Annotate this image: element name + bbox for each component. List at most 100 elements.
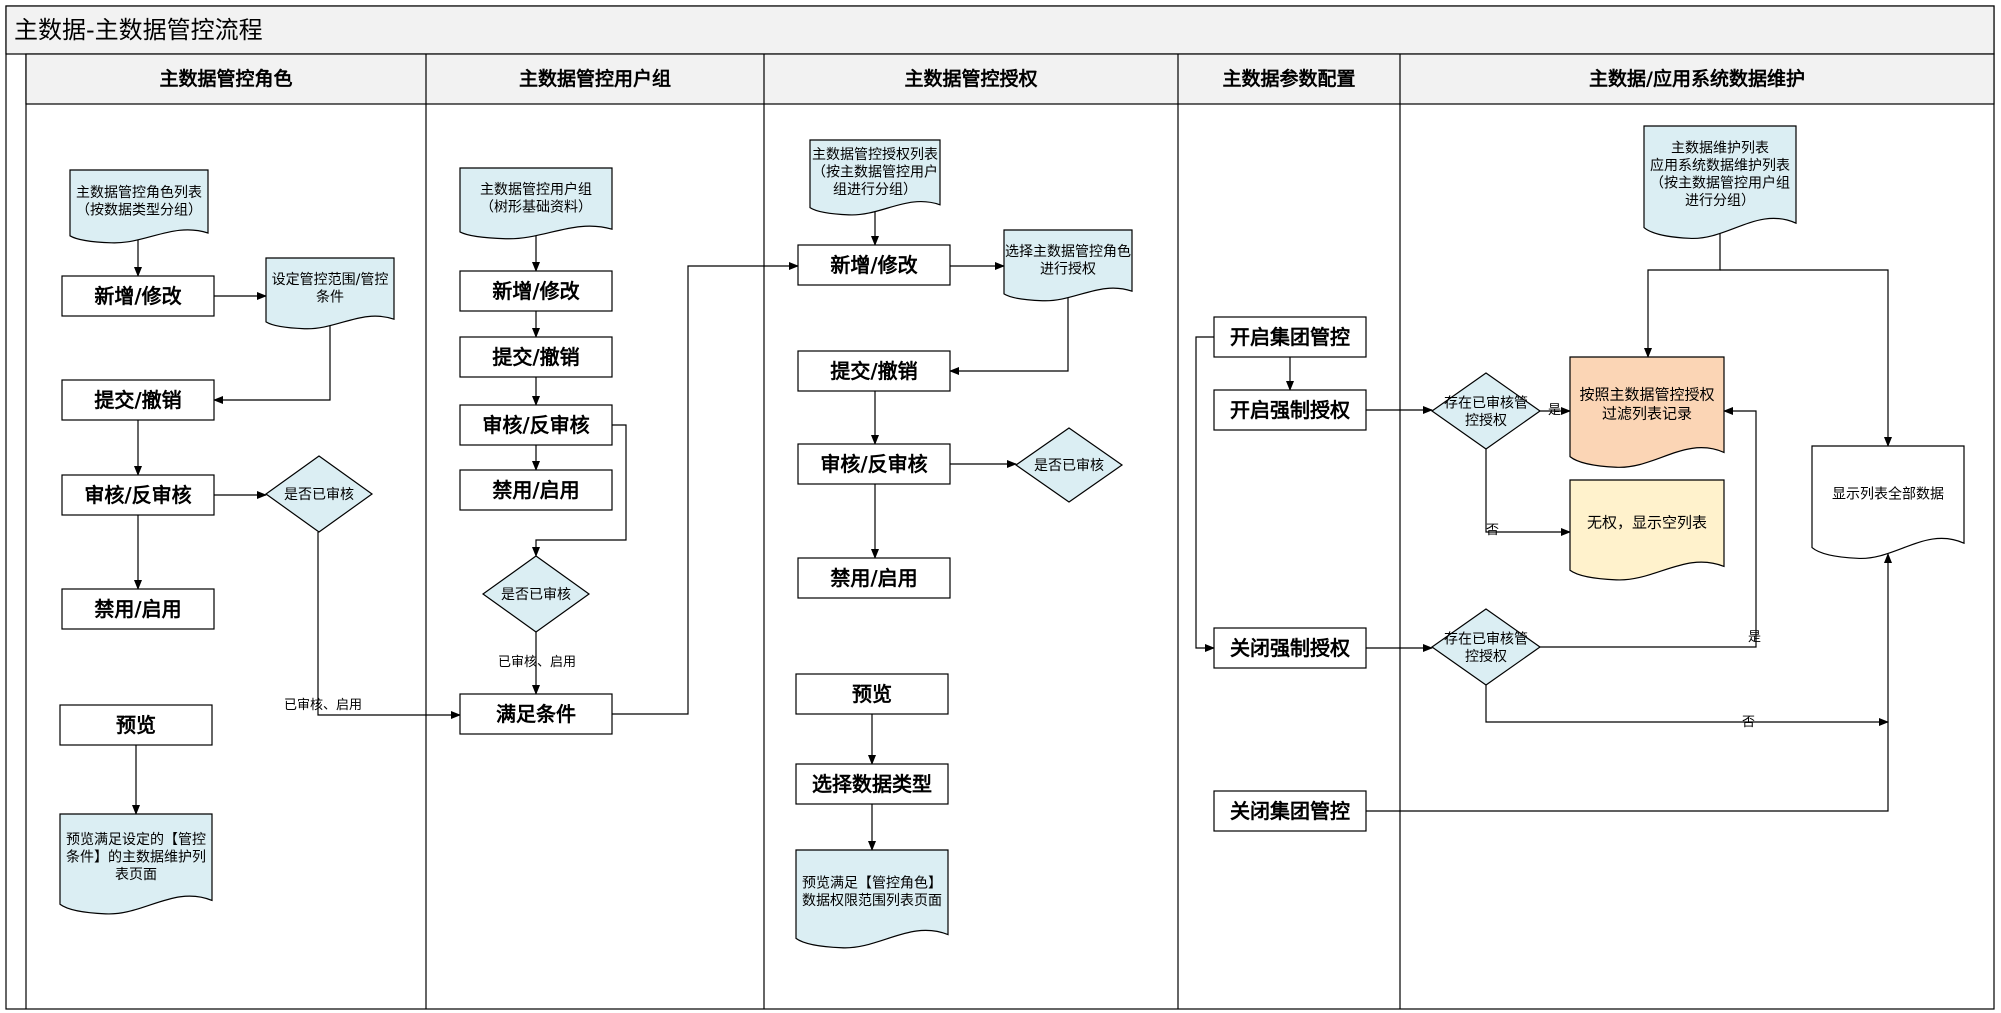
lane-label-usergroups: 主数据管控用户组 [519,67,671,90]
edge-label-no-2: 否 [1742,715,1755,730]
node-text-p7-0: 禁用/启用 [830,566,917,590]
node-text-p10-1: 数据权限范围列表页面 [802,892,942,909]
node-m6: 是否已审核 [481,555,591,633]
node-m1: 主数据管控用户组（树形基础资料） [459,167,613,240]
node-q2: 开启强制授权 [1213,389,1367,431]
node-text-q2-0: 开启强制授权 [1230,398,1351,422]
node-text-n1-1: （按数据类型分组） [76,203,202,219]
connectors [132,212,1892,851]
node-shape-m3 [459,336,613,378]
node-shape-n1 [69,169,209,244]
node-text-p9-0: 选择数据类型 [812,772,932,796]
node-text-r1-1: 应用系统数据维护列表 [1650,157,1790,174]
node-shape-n6 [264,455,374,533]
node-text-q4-0: 关闭集团管控 [1230,799,1350,823]
node-text-p6-0: 是否已审核 [1034,458,1104,474]
edge-label-approved-roles: 已审核、启用 [284,698,362,713]
node-text-m4-0: 审核/反审核 [482,413,589,437]
node-text-r5-0: 显示列表全部数据 [1832,486,1944,503]
node-shape-r6 [1430,608,1542,686]
node-text-p4-0: 提交/撤销 [830,359,917,383]
node-text-r4-0: 无权，显示空列表 [1587,514,1707,532]
node-text-p10-0: 预览满足【管控角色】 [802,875,942,892]
node-shape-p4 [797,350,951,392]
node-text-n3-0: 设定管控范围/管控 [272,271,389,288]
node-p9: 选择数据类型 [795,763,949,805]
node-text-m2-0: 新增/修改 [492,279,580,303]
node-text-p3-1: 进行授权 [1040,262,1096,278]
connector-24 [1195,336,1215,652]
node-text-q3-0: 关闭强制授权 [1230,636,1351,660]
node-shape-n5 [61,474,215,516]
connector-27 [1366,553,1892,812]
title-bar [5,5,1995,55]
node-shape-n2 [61,275,215,317]
node-text-p1-2: 组进行分组） [833,182,917,198]
node-r5: 显示列表全部数据 [1811,445,1965,559]
node-shape-m5 [459,469,613,511]
edge-label-no-1: 否 [1486,523,1499,538]
node-shape-p3 [1003,229,1133,302]
node-text-p1-0: 主数据管控授权列表 [812,147,938,163]
node-text-q1-0: 开启集团管控 [1230,325,1350,349]
node-shape-r1 [1643,125,1797,239]
node-text-m7-0: 满足条件 [496,702,576,726]
node-shape-q2 [1213,389,1367,431]
node-shape-m7 [459,693,613,735]
page-title: 主数据-主数据管控流程 [14,16,263,44]
node-p7: 禁用/启用 [797,557,951,599]
node-shape-p1 [809,139,941,216]
node-p10: 预览满足【管控角色】数据权限范围列表页面 [795,849,949,949]
node-text-p2-0: 新增/修改 [830,253,918,277]
node-n7: 禁用/启用 [61,588,215,630]
node-p2: 新增/修改 [797,244,951,286]
node-m3: 提交/撤销 [459,336,613,378]
node-shape-r4 [1569,479,1725,581]
node-n2: 新增/修改 [61,275,215,317]
node-shape-n3 [265,257,395,330]
node-m2: 新增/修改 [459,270,613,312]
node-m7: 满足条件 [459,693,613,735]
node-shape-m6 [481,555,591,633]
node-r4: 无权，显示空列表 [1569,479,1725,581]
node-text-r1-2: （按主数据管控用户组 [1650,174,1790,191]
node-text-r2-0: 存在已审核管 [1444,395,1528,411]
node-p6: 是否已审核 [1014,427,1124,503]
node-text-p1-1: （按主数据管控用户 [812,164,938,181]
node-shape-p6 [1014,427,1124,503]
node-shape-q3 [1213,627,1367,669]
node-shape-m1 [459,167,613,240]
node-shape-q1 [1213,316,1367,358]
node-shape-p2 [797,244,951,286]
node-q1: 开启集团管控 [1213,316,1367,358]
node-text-r3-1: 过滤列表记录 [1602,404,1692,422]
node-text-n7-0: 禁用/启用 [94,597,181,621]
connector-29 [1720,269,1892,447]
node-shape-n4 [61,379,215,421]
edge-label-yes-1: 是 [1548,403,1561,418]
node-text-m3-0: 提交/撤销 [492,345,579,369]
node-m5: 禁用/启用 [459,469,613,511]
node-p4: 提交/撤销 [797,350,951,392]
connector-31 [1485,449,1571,536]
nodes: 主数据管控角色列表（按数据类型分组）新增/修改设定管控范围/管控条件提交/撤销审… [59,125,1965,949]
node-text-r3-0: 按照主数据管控授权 [1579,386,1714,404]
lane-label-roles: 主数据管控角色 [159,67,292,90]
node-text-n9-1: 条件】的主数据维护列 [66,848,206,865]
connector-32 [1540,407,1757,648]
node-text-n3-1: 条件 [316,289,344,306]
node-shape-n8 [59,704,213,746]
node-shape-n7 [61,588,215,630]
node-n6: 是否已审核 [264,455,374,533]
node-text-n9-2: 表页面 [115,867,157,883]
node-n5: 审核/反审核 [61,474,215,516]
node-text-n1-0: 主数据管控角色列表 [76,184,202,201]
node-text-m6-0: 是否已审核 [501,587,571,603]
node-text-n4-0: 提交/撤销 [94,388,181,412]
node-shape-r5 [1811,445,1965,559]
